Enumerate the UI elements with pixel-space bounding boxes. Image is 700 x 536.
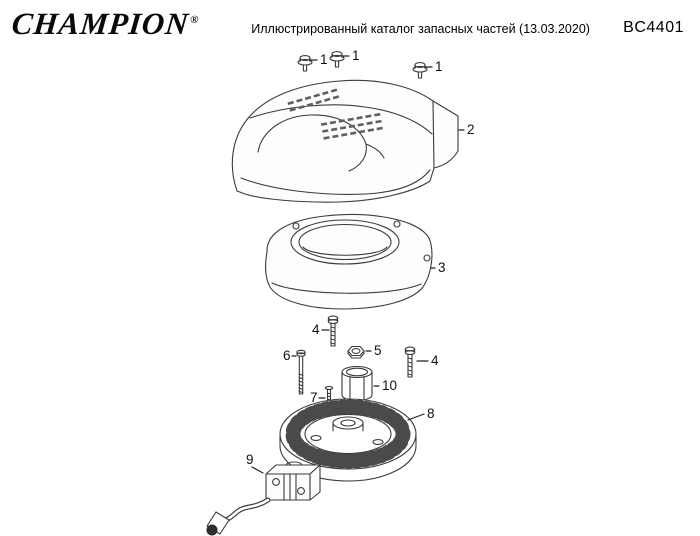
coil-front-face: [265, 473, 311, 501]
callout-8-label: 8: [427, 406, 435, 421]
bolt-4-right: [404, 346, 416, 378]
callout-8: 8: [407, 406, 435, 421]
callout-7-label: 7: [310, 390, 318, 405]
spark-plug-cap: [206, 524, 218, 536]
brand-text: CHAMPION: [10, 6, 191, 41]
callout-9: 9: [246, 452, 264, 474]
callout-7: 7: [310, 390, 326, 405]
fan-housing-bolt-hole-right: [423, 254, 431, 262]
champion-logo: CHAMPION®: [10, 6, 200, 41]
model-number: BC4401: [623, 19, 684, 36]
callout-4-right: 4: [416, 353, 439, 368]
callout-2-label: 2: [467, 122, 475, 137]
coil-mount-hole-left: [272, 478, 280, 486]
callout-5-label: 5: [374, 343, 382, 358]
part-flywheel: [279, 398, 417, 482]
callout-1-right: 1: [425, 59, 443, 74]
diagram-callouts: 1 1 1 2 3 4 5: [246, 48, 475, 474]
screw-1-left: [297, 55, 313, 72]
cover-accent-line: [365, 143, 385, 159]
flywheel-hole-right: [372, 439, 384, 445]
callout-1-left-label: 1: [320, 52, 328, 67]
bolt-6: [296, 349, 306, 395]
screw-1-middle: [329, 51, 345, 68]
coil-mount-hole-right: [297, 487, 305, 495]
callout-4-left: 4: [312, 322, 330, 337]
fan-housing-bolt-hole-left: [292, 222, 300, 230]
cover-vents-upper: [287, 88, 340, 112]
bolt-4-left: [327, 315, 339, 347]
part-ignition-coil: [206, 461, 321, 536]
callout-3-label: 3: [438, 260, 446, 275]
flywheel-hub-top: [332, 416, 364, 430]
callout-1-left: 1: [310, 52, 328, 67]
nut-5: [347, 345, 365, 359]
callout-1-right-label: 1: [435, 59, 443, 74]
flywheel-hub-bore: [340, 419, 356, 427]
fan-housing-opening-outer: [290, 219, 400, 265]
part-top-screws: [297, 51, 428, 79]
callout-9-label: 9: [246, 452, 254, 467]
cover-bottom-rim: [240, 169, 431, 195]
callout-3: 3: [430, 260, 446, 275]
cover-top-ridge: [249, 104, 433, 135]
callout-4-left-label: 4: [312, 322, 320, 337]
fan-housing-outline: [264, 214, 433, 310]
page-header: CHAMPION® Иллюстрированный каталог запас…: [10, 6, 684, 41]
cover-vents-lower: [320, 112, 383, 140]
callout-1-middle-label: 1: [352, 48, 360, 63]
flywheel-lower-rim: [279, 435, 417, 482]
flywheel-hole-left: [310, 435, 322, 441]
callout-10-label: 10: [382, 378, 397, 393]
starter-cup-10: [341, 365, 373, 402]
flywheel-inner-plate: [304, 413, 392, 455]
screw-1-right: [412, 62, 428, 79]
registered-trademark-icon: ®: [189, 13, 200, 26]
cover-side-plate-fold: [432, 100, 435, 169]
callout-4-right-label: 4: [431, 353, 439, 368]
coil-top-bump: [285, 461, 303, 466]
part-fan-housing: [264, 214, 433, 310]
fan-housing-depth-arc: [302, 246, 388, 256]
fan-housing-opening-inner: [298, 223, 392, 261]
flywheel-outer-rim: [279, 398, 417, 470]
fan-housing-bolt-hole-top: [393, 220, 401, 228]
callout-5: 5: [365, 343, 382, 358]
fan-housing-front-edge: [271, 282, 422, 294]
part-top-cover: [231, 79, 459, 203]
callout-1-middle: 1: [342, 48, 360, 63]
catalog-subtitle: Иллюстрированный каталог запасных частей…: [251, 22, 590, 36]
coil-laminations: [283, 473, 297, 501]
flywheel-fins: [285, 399, 411, 469]
cover-outline: [231, 79, 459, 203]
callout-6: 6: [283, 348, 297, 363]
callout-10: 10: [373, 378, 397, 393]
callout-6-label: 6: [283, 348, 291, 363]
callout-2: 2: [458, 122, 475, 137]
